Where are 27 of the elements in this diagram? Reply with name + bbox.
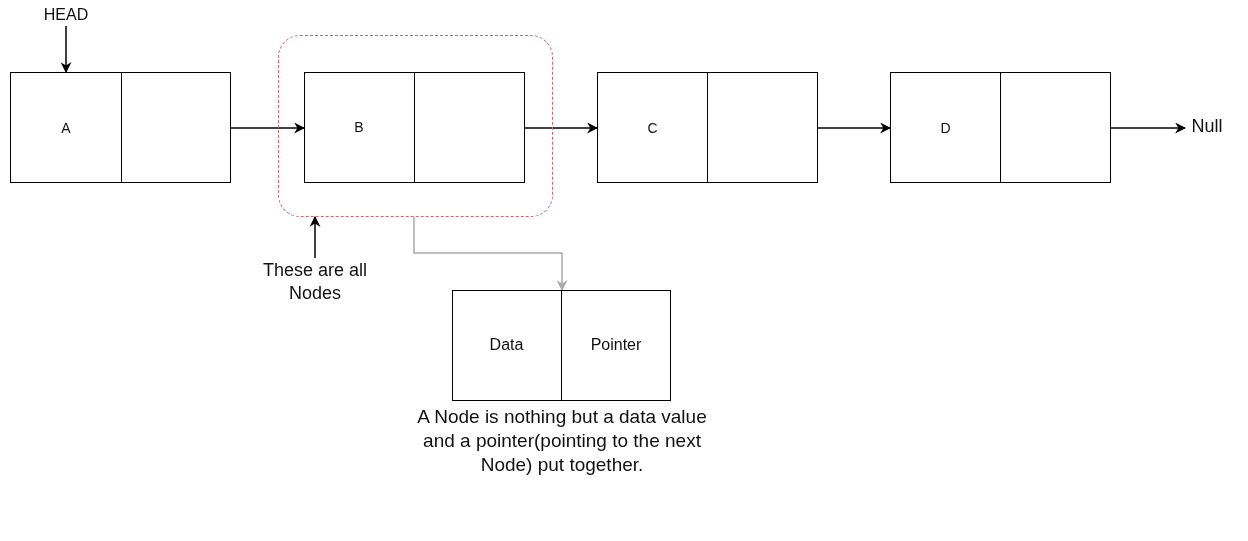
- node-label: Data: [489, 336, 524, 354]
- node-label: C: [647, 119, 658, 136]
- node-label: Pointer: [590, 336, 642, 354]
- node-label: These are all Nodes: [261, 258, 369, 305]
- node-label: HEAD: [43, 4, 89, 25]
- list-node-cell: [1000, 72, 1111, 183]
- caption-text: A Node is nothing but a data value and a pointer(pointing to the next Node) put together.: [416, 405, 708, 477]
- node-label: A: [61, 119, 71, 136]
- list-node-cell: [121, 72, 231, 183]
- node-structure-box: [452, 290, 671, 401]
- arrow: [524, 122, 599, 134]
- list-node-cell: [413, 71, 525, 183]
- arrow: [60, 25, 72, 74]
- list-node-cell: [303, 71, 415, 183]
- list-node-cell: [10, 72, 122, 183]
- list-node-cell: [707, 72, 818, 183]
- node-label: Null: [1191, 115, 1223, 139]
- arrow: [413, 216, 568, 292]
- arrow: [309, 215, 321, 259]
- node-label: B: [354, 119, 364, 135]
- node-label: D: [940, 119, 951, 136]
- arrow: [230, 122, 306, 134]
- list-node-cell: [597, 72, 708, 183]
- list-node-cell: [890, 72, 1001, 183]
- node-highlight-box: [278, 35, 553, 217]
- arrow: [1110, 122, 1187, 134]
- arrow: [817, 122, 892, 134]
